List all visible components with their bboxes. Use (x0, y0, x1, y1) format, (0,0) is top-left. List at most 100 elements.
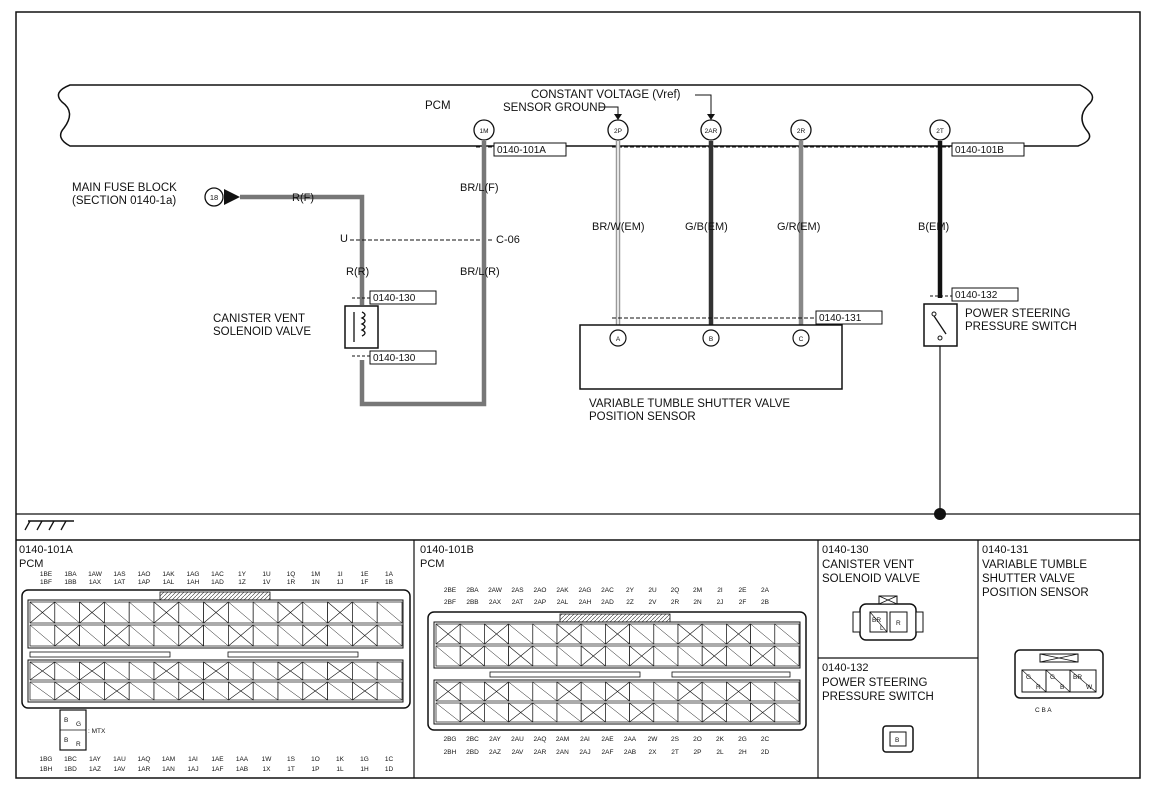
svg-text:1M: 1M (479, 128, 488, 135)
svg-text:0140-132: 0140-132 (955, 290, 998, 301)
empty-cavity-mark (203, 601, 229, 624)
pin-label: 2AA (624, 736, 637, 743)
vref-arrow (695, 94, 712, 116)
filled-cavity-mark (79, 624, 105, 647)
pin-label: 2AQ (533, 736, 546, 743)
pin-label: 1G (360, 756, 369, 763)
pin-label: 2AS (511, 587, 524, 594)
terminal-2p: 2P (607, 119, 629, 141)
pin-label: 1AG (186, 571, 199, 578)
panel-130: 0140-130 CANISTER VENT SOLENOID VALVE BR… (822, 544, 924, 641)
svg-text:0140-131: 0140-131 (819, 313, 862, 324)
fuse-block-label-2: (SECTION 0140-1a) (72, 195, 176, 207)
ref-131: 0140-131 (815, 310, 883, 325)
pin-label: 2R (671, 599, 680, 606)
svg-text:0140-130: 0140-130 (822, 544, 869, 556)
empty-cavity-mark (508, 645, 533, 667)
empty-cavity-mark (605, 681, 630, 702)
pin-label: 2AL (557, 599, 569, 606)
pin-label: 1BA (64, 571, 77, 578)
filled-cavity-mark (605, 645, 630, 667)
empty-cavity-mark (54, 624, 80, 647)
panel-131: 0140-131 VARIABLE TUMBLE SHUTTER VALVE P… (982, 544, 1104, 714)
pin-label: 1BF (40, 579, 52, 586)
pin-label: 2AI (580, 736, 590, 743)
svg-text:0140-130: 0140-130 (373, 293, 416, 304)
filled-cavity-mark (653, 623, 679, 645)
pin-label: 1AC (211, 571, 224, 578)
tumble-pin-a: A (609, 329, 627, 347)
pin-label: 1AR (138, 766, 151, 773)
filled-cavity-mark (750, 681, 775, 702)
pin-label: 1R (287, 579, 296, 586)
empty-cavity-mark (702, 645, 727, 667)
ref-101a: 0140-101A (493, 142, 567, 157)
pin-label: 1F (361, 579, 369, 586)
filled-cavity-mark (774, 702, 800, 723)
filled-cavity-mark (508, 623, 533, 645)
canister-label-1: CANISTER VENT (213, 313, 305, 325)
pin-label: 1U (262, 571, 271, 578)
filled-cavity-mark (29, 624, 55, 647)
filled-cavity-mark (29, 681, 55, 701)
filled-cavity-mark (653, 681, 679, 702)
pin-label: 2BB (466, 599, 478, 606)
pin-label: 2E (739, 587, 748, 594)
filled-cavity-mark (532, 623, 558, 645)
filled-cavity-mark (677, 702, 703, 723)
terminal-2r: 2R (790, 119, 812, 141)
svg-text:VARIABLE TUMBLE: VARIABLE TUMBLE (982, 559, 1087, 571)
filled-cavity-mark (774, 623, 800, 645)
svg-text:SOLENOID VALVE: SOLENOID VALVE (822, 573, 920, 585)
pin-label: 2Y (626, 587, 635, 594)
pin-label: 2AU (511, 736, 524, 743)
svg-text:POSITION SENSOR: POSITION SENSOR (982, 587, 1089, 599)
pin-label: 2AR (534, 749, 547, 756)
filled-cavity-mark (556, 645, 582, 667)
pin-label: 1P (312, 766, 320, 773)
pin-label: 2H (738, 749, 747, 756)
pin-label: 2AF (602, 749, 614, 756)
empty-cavity-mark (726, 623, 751, 645)
filled-cavity-mark (460, 623, 485, 645)
svg-text:0140-131: 0140-131 (982, 544, 1029, 556)
svg-text:SHUTTER VALVE: SHUTTER VALVE (982, 573, 1075, 585)
pin-label: 2BG (443, 736, 456, 743)
pin-label: 1K (336, 756, 345, 763)
empty-cavity-mark (29, 601, 55, 624)
filled-cavity-mark (228, 601, 254, 624)
pin-label: 1AO (137, 571, 150, 578)
svg-text:2R: 2R (797, 128, 806, 135)
filled-cavity-mark (702, 681, 727, 702)
pin-label: 2AJ (579, 749, 590, 756)
filled-cavity-mark (629, 681, 654, 702)
pin-label: 1AS (113, 571, 126, 578)
filled-cavity-mark (653, 645, 679, 667)
fuse-18-badge: 18 (204, 187, 224, 207)
empty-cavity-mark (726, 681, 751, 702)
pin-label: 2N (693, 599, 702, 606)
empty-cavity-mark (629, 702, 654, 723)
pin-label: 1AY (89, 756, 101, 763)
filled-cavity-mark (178, 661, 204, 681)
pin-label: 1AP (138, 579, 150, 586)
empty-cavity-mark (581, 702, 606, 723)
filled-cavity-mark (750, 623, 775, 645)
empty-cavity-mark (750, 702, 775, 723)
pin-label: 2BH (444, 749, 457, 756)
svg-text:PRESSURE SWITCH: PRESSURE SWITCH (822, 691, 934, 703)
filled-cavity-mark (327, 624, 353, 647)
filled-cavity-mark (726, 645, 751, 667)
empty-cavity-mark (352, 624, 378, 647)
pin-label: 1AB (236, 766, 248, 773)
pin-label: 1A (385, 571, 394, 578)
pin-label: 2AG (578, 587, 591, 594)
filled-cavity-mark (581, 681, 606, 702)
ground-icon (24, 520, 74, 531)
pin-label: 1BH (40, 766, 53, 773)
svg-text:G: G (1050, 674, 1055, 681)
